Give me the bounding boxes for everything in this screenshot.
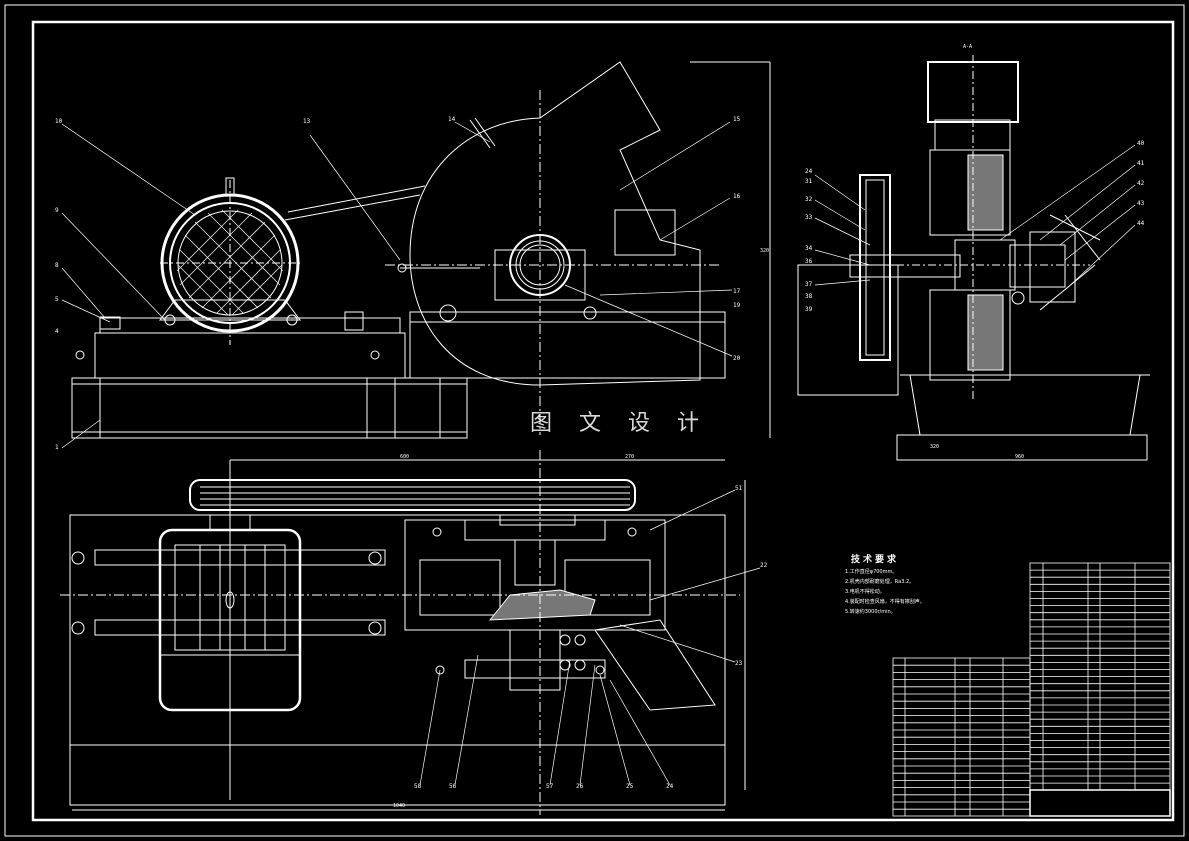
dim-width-b: 270 (625, 454, 634, 460)
label-39: 39 (805, 306, 813, 313)
side-view (797, 55, 1150, 461)
label-44: 44 (1137, 220, 1145, 227)
top-view (60, 450, 746, 815)
label-34: 34 (805, 245, 813, 252)
label-24b: 24 (666, 783, 674, 790)
label-51: 51 (735, 485, 743, 492)
label-17: 17 (733, 288, 741, 295)
label-41: 41 (1137, 160, 1145, 167)
label-8: 8 (55, 262, 59, 269)
dim-base-b: 960 (1015, 454, 1024, 460)
label-43: 43 (1137, 200, 1145, 207)
label-26: 26 (576, 783, 584, 790)
label-23: 23 (735, 660, 743, 667)
dimension-texts: 1040 600 270 320 320 960 A-A (393, 44, 1024, 809)
notes-line: 1.工作直径φ700mm。 (845, 569, 898, 575)
dim-height-side: 320 (760, 248, 769, 254)
outer-frame (4, 4, 1185, 837)
label-31: 31 (805, 178, 813, 185)
label-13: 13 (303, 118, 311, 125)
notes-title: 技术要求 (851, 555, 900, 565)
watermark-text: 图 文 设 计 (530, 411, 709, 436)
leader-lines (61, 121, 1136, 786)
label-14: 14 (448, 116, 456, 123)
label-40: 40 (1137, 140, 1145, 147)
notes-line: 3.电机不得松动。 (845, 589, 885, 595)
technical-notes: 技术要求 1.工作直径φ700mm。 2.机壳内部耐磨处理，Ra3.2。 3.电… (845, 552, 1025, 615)
label-58: 58 (414, 783, 422, 790)
notes-line: 4.装配时检查风扇，不得有擦刮声。 (845, 599, 925, 605)
view-label: A-A (963, 44, 972, 50)
notes-line: 5.转速约3000r/min。 (845, 609, 896, 615)
label-16: 16 (733, 193, 741, 200)
label-38: 38 (805, 293, 813, 300)
front-view (71, 61, 771, 439)
label-24: 24 (805, 168, 813, 175)
label-9: 9 (55, 207, 59, 214)
label-32: 32 (805, 196, 813, 203)
label-36: 36 (805, 258, 813, 265)
label-10: 10 (55, 118, 63, 125)
dim-width-a: 600 (400, 454, 409, 460)
label-19: 19 (733, 302, 741, 309)
label-22: 22 (760, 562, 768, 569)
label-33: 33 (805, 214, 813, 221)
dim-base-a: 320 (930, 444, 939, 450)
label-4: 4 (55, 328, 59, 335)
label-25: 25 (626, 783, 634, 790)
label-37: 37 (805, 281, 813, 288)
label-42: 42 (1137, 180, 1145, 187)
label-15: 15 (733, 116, 741, 123)
label-1: 1 (55, 444, 59, 451)
parts-table-right (1029, 562, 1171, 817)
label-20: 20 (733, 355, 741, 362)
notes-line: 2.机壳内部耐磨处理，Ra3.2。 (845, 579, 915, 585)
inner-frame (31, 20, 1175, 822)
label-57: 57 (546, 783, 554, 790)
label-56: 56 (449, 783, 457, 790)
dim-overall-width: 1040 (393, 803, 405, 809)
parts-table-left (892, 657, 1031, 817)
label-5: 5 (55, 296, 59, 303)
